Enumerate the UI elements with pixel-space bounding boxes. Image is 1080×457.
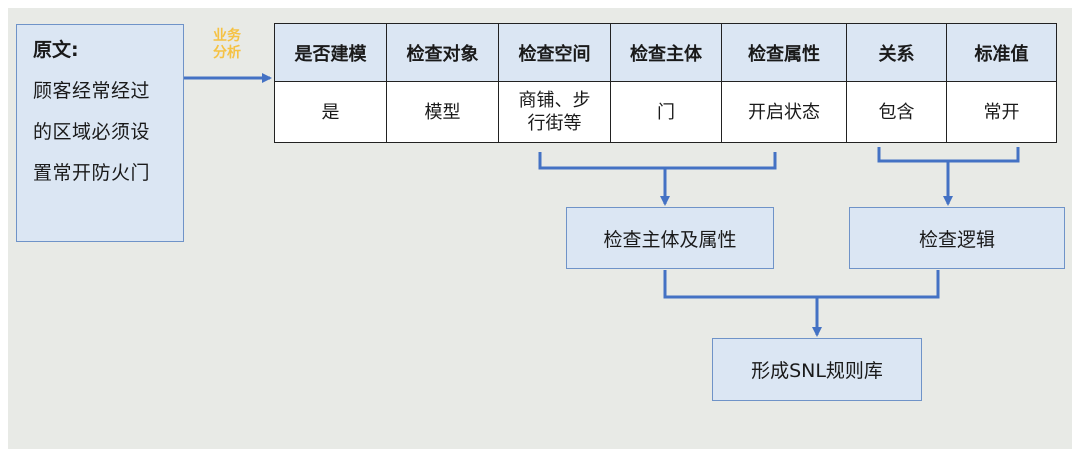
arrow-label-line: 业务 bbox=[213, 28, 241, 44]
header-row: 是否建模 检查对象 检查空间 检查主体 检查属性 关系 标准值 bbox=[274, 23, 1057, 82]
bracket-merge bbox=[663, 270, 940, 299]
original-line: 顾客经常经过 bbox=[33, 80, 151, 102]
value-cell: 商铺、步行街等 bbox=[498, 81, 611, 143]
value-cell: 是 bbox=[274, 81, 387, 143]
original-line: 置常开防火门 bbox=[33, 162, 151, 184]
check-logic-box: 检查逻辑 bbox=[849, 207, 1065, 269]
header-cell: 关系 bbox=[846, 23, 947, 82]
original-line: 的区域必须设 bbox=[33, 121, 151, 143]
subject-attribute-box: 检查主体及属性 bbox=[566, 207, 774, 269]
snl-rule-library-box: 形成SNL规则库 bbox=[712, 338, 922, 401]
bracket-subject bbox=[538, 152, 777, 170]
value-cell: 开启状态 bbox=[721, 81, 847, 143]
original-text-box: 原文: 顾客经常经过 的区域必须设 置常开防火门 bbox=[16, 24, 184, 242]
value-cell: 模型 bbox=[386, 81, 499, 143]
value-cell: 包含 bbox=[846, 81, 947, 143]
header-cell: 检查属性 bbox=[721, 23, 847, 82]
value-row: 是 模型 商铺、步行街等 门 开启状态 包含 常开 bbox=[274, 81, 1057, 143]
arrow-label-line: 分析 bbox=[213, 45, 241, 61]
bracket-logic bbox=[877, 147, 1020, 163]
header-cell: 标准值 bbox=[946, 23, 1057, 82]
header-cell: 是否建模 bbox=[274, 23, 387, 82]
value-cell: 常开 bbox=[946, 81, 1057, 143]
original-title: 原文: bbox=[33, 39, 79, 61]
header-cell: 检查主体 bbox=[610, 23, 722, 82]
rule-table: 是否建模 检查对象 检查空间 检查主体 检查属性 关系 标准值 是 模型 商铺、… bbox=[274, 23, 1057, 143]
value-cell: 门 bbox=[610, 81, 722, 143]
business-analysis-label: 业务 分析 bbox=[203, 28, 251, 62]
